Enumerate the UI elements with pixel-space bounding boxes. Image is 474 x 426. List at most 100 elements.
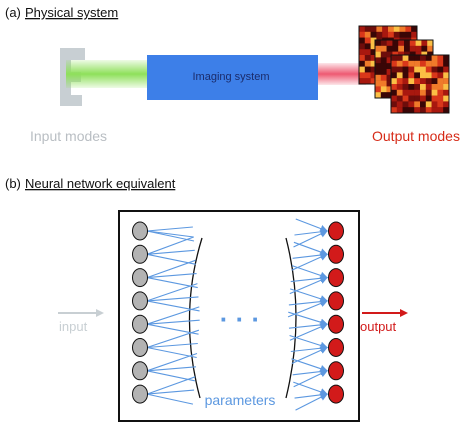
output-node [328, 361, 344, 381]
network-frame [118, 210, 360, 422]
speckle-cell [386, 63, 393, 70]
input-node [132, 221, 148, 241]
input-node [132, 361, 148, 381]
speckle-cell [431, 101, 438, 108]
panel-b-prefix: (b) [5, 176, 21, 191]
speckle-cell [420, 101, 426, 108]
speckle-cell [393, 31, 400, 38]
input-connection-line [146, 346, 197, 359]
speckle-cell [437, 84, 444, 90]
speckle-cell [364, 66, 371, 73]
speckle-cell [409, 45, 416, 52]
speckle-cell [408, 84, 415, 90]
panel-a-prefix: (a) [5, 5, 21, 20]
speckle-cell [370, 55, 377, 61]
speckle-cell [420, 60, 426, 67]
output-arrowhead [400, 309, 408, 317]
green-input-beam [66, 60, 150, 88]
speckle-cell [375, 51, 381, 58]
speckle-cell [443, 60, 450, 67]
speckle-cell [431, 89, 438, 96]
speckle-cell [375, 57, 381, 64]
speckle-frame-border [390, 54, 450, 114]
speckle-cell [414, 84, 421, 90]
speckle-cell [402, 95, 409, 102]
input-node [132, 314, 148, 334]
speckle-cell [402, 101, 409, 108]
speckle-cell [425, 101, 432, 108]
speckle-cell [405, 26, 412, 32]
speckle-cell [375, 80, 381, 87]
speckle-cell [391, 107, 397, 114]
speckle-cell [382, 26, 389, 32]
speckle-cell [431, 60, 438, 67]
speckle-cell [359, 26, 365, 32]
speckle-cell [443, 72, 450, 79]
speckle-cell [414, 66, 421, 73]
speckle-cell [408, 60, 415, 67]
speckle-cell [443, 107, 450, 114]
red-output-beam [318, 63, 366, 85]
speckle-cell [380, 74, 387, 81]
speckle-cell [391, 84, 397, 90]
speckle-cell [408, 107, 415, 114]
speckle-cell [388, 31, 394, 38]
input-connection-line [146, 259, 196, 279]
input-connection-line [146, 319, 200, 325]
speckle-cell [408, 101, 415, 108]
speckle-cell [427, 45, 434, 52]
output-label: output [360, 319, 397, 334]
speckle-cell [414, 89, 421, 96]
speckle-cell [420, 72, 426, 79]
input-connection-line [146, 352, 198, 372]
speckle-cell [443, 78, 450, 85]
speckle-cell [359, 78, 365, 85]
speckle-cell [375, 92, 381, 99]
speckle-cell [396, 66, 403, 73]
speckle-cell [359, 66, 365, 73]
speckle-cell [359, 43, 365, 50]
imaging-system-box [147, 55, 318, 100]
speckle-cell [425, 84, 432, 90]
input-connection-line [146, 226, 193, 232]
speckle-cell [364, 78, 371, 85]
speckle-cell [370, 37, 377, 44]
speckle-cell [437, 101, 444, 108]
speckle-cell [386, 40, 393, 46]
speckle-cell [425, 60, 432, 67]
speckle-cell [380, 86, 387, 93]
input-connection-line [146, 366, 196, 372]
speckle-cell [396, 78, 403, 85]
speckle-cell [380, 92, 387, 99]
output-modes-label: Output modes [372, 128, 460, 144]
output-node [328, 268, 344, 288]
speckle-cell [364, 31, 371, 38]
speckle-cell [425, 72, 432, 79]
input-connection-line [146, 393, 194, 405]
speckle-cell [359, 31, 365, 38]
speckle-cell [398, 40, 405, 46]
input-connection-line [146, 230, 194, 238]
speckle-cell [425, 55, 432, 61]
speckle-cell [443, 66, 450, 73]
input-label: input [59, 319, 88, 334]
speckle-cell [386, 51, 393, 58]
speckle-cell [375, 86, 381, 93]
speckle-cell [386, 92, 393, 99]
network-nodes [132, 221, 344, 404]
speckle-cell [431, 107, 438, 114]
speckle-cell [402, 107, 409, 114]
speckle-cell [380, 69, 387, 75]
speckle-cell [415, 40, 422, 46]
right-layer-boundary [285, 237, 297, 399]
speckle-cell [443, 95, 450, 102]
speckle-cell [443, 55, 450, 61]
input-connection-line [146, 323, 199, 335]
input-connection-line [146, 376, 196, 395]
panel-a-title: Physical system [25, 5, 118, 20]
speckle-cell [364, 72, 371, 79]
speckle-cell [414, 60, 421, 67]
speckle-cell [386, 80, 393, 87]
speckle-cell [437, 89, 444, 96]
